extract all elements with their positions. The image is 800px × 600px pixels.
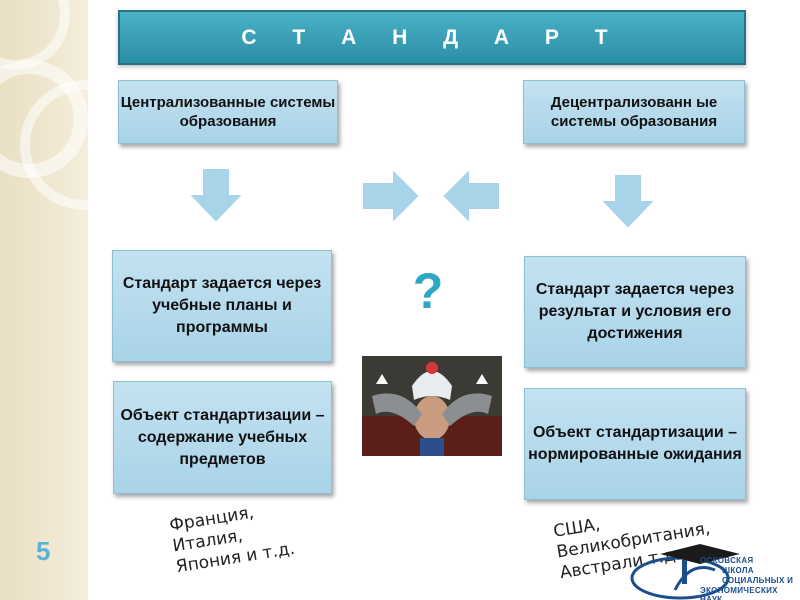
object-expectations-label: Объект стандартизации – нормированные ож… — [528, 424, 742, 463]
school-logo — [630, 544, 740, 600]
slide-title: С Т А Н Д А Р Т — [118, 10, 746, 65]
logo-line-1: ОСКОВСКАЯ — [700, 556, 754, 565]
centralized-systems-box: Централизованные системы образования — [118, 80, 338, 144]
decorative-ring — [20, 80, 150, 210]
object-expectations-box: Объект стандартизации – нормированные ож… — [524, 388, 746, 500]
title-text: С Т А Н Д А Р Т — [241, 25, 623, 49]
arrow-right-icon — [361, 166, 422, 226]
standard-results-label: Стандарт задается через результат и усло… — [535, 281, 735, 342]
arrow-down-icon — [186, 167, 246, 225]
logo-line-2: ШКОЛА — [722, 566, 754, 575]
standard-curriculum-box: Стандарт задается через учебные планы и … — [112, 250, 332, 362]
portrait-photo — [362, 356, 502, 456]
arrow-left-icon — [440, 166, 501, 226]
arrow-down-icon — [598, 173, 658, 231]
object-content-box: Объект стандартизации – содержание учебн… — [113, 381, 332, 494]
object-content-label: Объект стандартизации – содержание учебн… — [120, 406, 325, 468]
question-mark: ? — [412, 263, 444, 319]
decentralized-systems-label: Децентрализованн ые системы образования — [550, 94, 718, 130]
countries-centralized: Франция, Италия, Япония и т.д. — [168, 502, 297, 578]
decorative-ring — [0, 0, 70, 70]
decorative-side-panel — [0, 0, 150, 600]
standard-results-box: Стандарт задается через результат и усло… — [524, 256, 746, 368]
logo-line-4: ЭКОНОМИЧЕСКИХ НАУК — [700, 586, 778, 600]
logo-line-3: СОЦИАЛЬНЫХ И — [722, 576, 794, 585]
page-number: 5 — [36, 536, 51, 566]
centralized-systems-label: Централизованные системы образования — [120, 94, 336, 130]
decentralized-systems-box: Децентрализованн ые системы образования — [523, 80, 745, 144]
standard-curriculum-label: Стандарт задается через учебные планы и … — [122, 275, 322, 336]
